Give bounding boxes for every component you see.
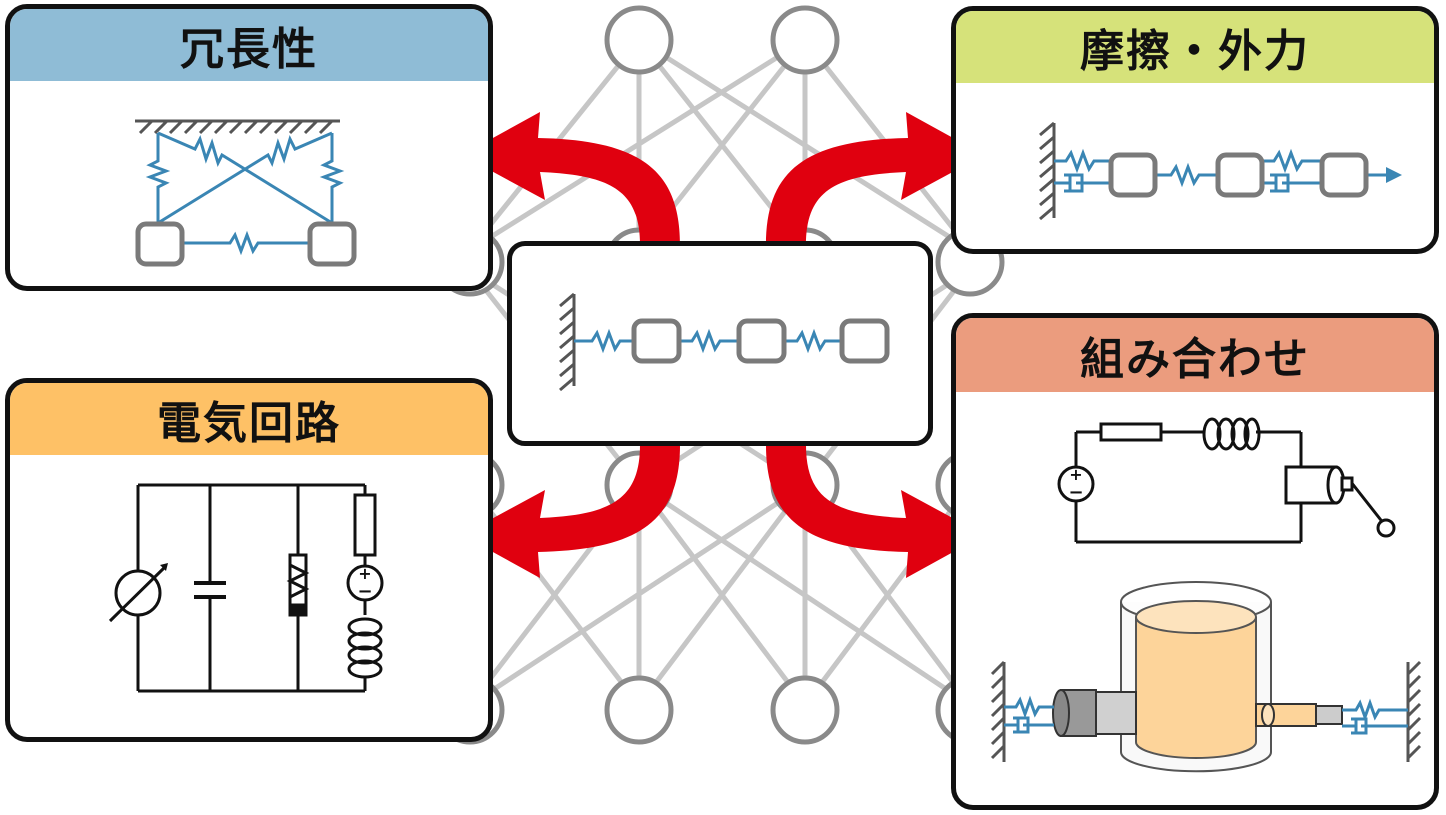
resistor-icon <box>1099 422 1163 442</box>
damper-icon <box>1262 173 1322 193</box>
fixed-wall-icon <box>559 292 576 392</box>
mass-block-icon <box>307 221 357 267</box>
voltage-source-icon: + − <box>346 564 384 602</box>
damper-icon <box>1004 716 1054 734</box>
arrow-icon <box>1386 167 1402 183</box>
panel-title-redundancy: 冗長性 <box>10 9 488 81</box>
spring-icon <box>784 328 842 354</box>
damper-icon <box>1054 173 1111 193</box>
mass-block-icon <box>1319 152 1369 198</box>
spring-icon <box>1342 698 1408 722</box>
mass-block-icon <box>839 318 890 364</box>
arrow-icon <box>462 112 680 245</box>
cylinder-tank-icon <box>1120 581 1272 773</box>
combination-diagram: + − <box>990 417 1422 773</box>
varistor-icon <box>286 553 310 617</box>
svg-text:+: + <box>358 564 371 583</box>
red-arrows <box>462 112 984 578</box>
spring-icon <box>679 328 739 354</box>
mass-block-icon <box>1215 152 1265 198</box>
spring-icon <box>1054 148 1111 174</box>
fixed-wall-icon <box>1039 121 1056 221</box>
damper-icon <box>1342 717 1408 735</box>
panel-friction: 摩擦・外力 <box>951 6 1439 254</box>
arrow-icon <box>462 445 680 578</box>
base-model-diagram <box>559 292 890 392</box>
coil-icon <box>347 617 383 691</box>
shaft-left-icon <box>1052 689 1137 737</box>
arrow-icon <box>766 445 984 578</box>
resistor-icon <box>353 493 377 557</box>
svg-text:−: − <box>1068 482 1083 503</box>
panel-combination: 組み合わせ + − <box>951 313 1439 810</box>
mass-block-icon <box>135 221 185 267</box>
redundancy-diagram <box>135 119 357 267</box>
spring-icon <box>1004 695 1054 719</box>
fixed-wall-icon <box>135 119 340 135</box>
panel-circuit: 電気回路 + − <box>5 378 493 742</box>
voltage-source-icon: + − <box>1057 465 1095 503</box>
motor-icon <box>1284 465 1354 505</box>
panel-base-model <box>507 241 933 446</box>
svg-text:+: + <box>1069 465 1082 484</box>
coil-icon <box>1202 417 1261 451</box>
panel-title-combination: 組み合わせ <box>956 318 1434 392</box>
mass-block-icon <box>1108 152 1158 198</box>
spring-icon <box>145 131 345 256</box>
arrow-icon <box>766 112 984 245</box>
pendulum-icon <box>1376 518 1396 538</box>
variable-source-icon <box>108 565 167 623</box>
panel-title-friction: 摩擦・外力 <box>956 11 1434 83</box>
panel-redundancy: 冗長性 <box>5 4 493 291</box>
fixed-wall-icon <box>990 660 1422 762</box>
spring-icon <box>1156 162 1218 188</box>
panel-title-circuit: 電気回路 <box>10 383 488 455</box>
mass-block-icon <box>736 318 787 364</box>
spring-icon <box>1262 148 1322 174</box>
spring-icon <box>574 328 634 354</box>
shaft-right-icon <box>1255 703 1343 727</box>
friction-diagram <box>1039 121 1402 221</box>
circuit-diagram: + − <box>108 483 384 693</box>
mass-block-icon <box>631 318 682 364</box>
svg-text:−: − <box>357 581 372 602</box>
